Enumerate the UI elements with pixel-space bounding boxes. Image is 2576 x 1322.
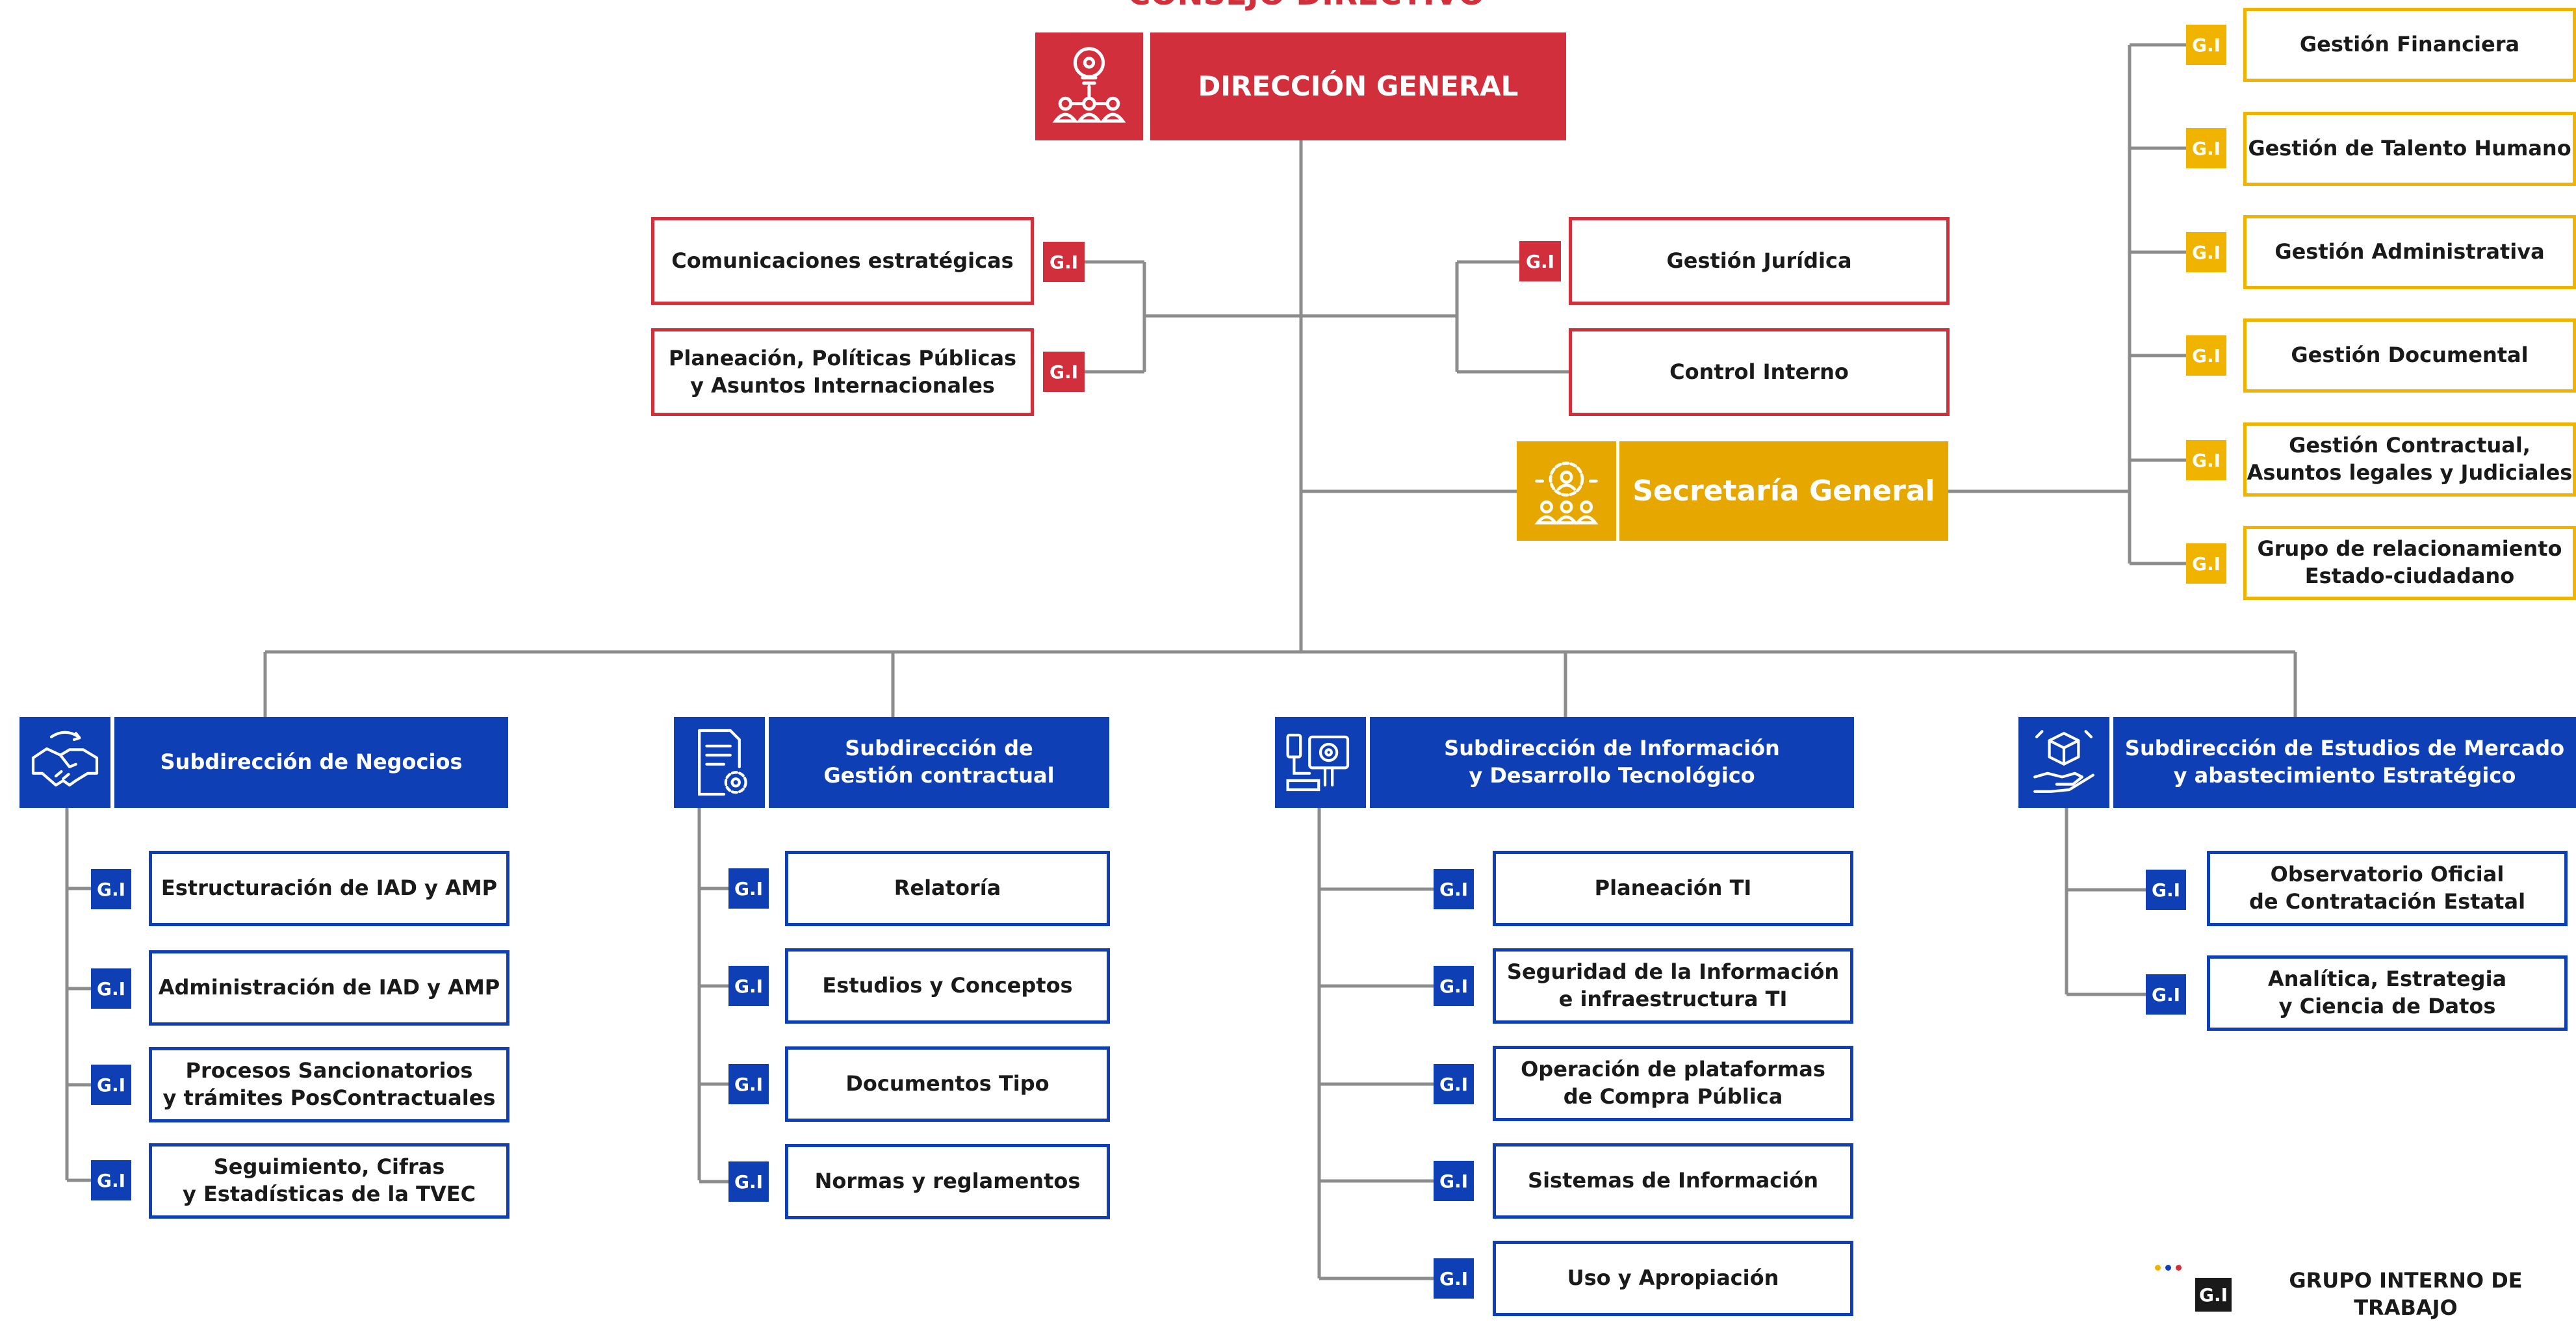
group-planeacion-politicas[interactable]: Planeación, Políticas Públicas y Asuntos… xyxy=(651,328,1034,416)
gi-badge: G.I xyxy=(1519,241,1561,281)
group-control-interno[interactable]: Control Interno xyxy=(1569,328,1950,416)
group-planeacion-ti[interactable]: Planeación TI xyxy=(1493,851,1853,926)
gi-badge: G.I xyxy=(2186,128,2226,168)
gi-badge: G.I xyxy=(1434,1064,1474,1104)
group-comunicaciones-estrategicas[interactable]: Comunicaciones estratégicas xyxy=(651,217,1034,305)
group-gestion-administrativa[interactable]: Gestión Administrativa xyxy=(2243,215,2576,289)
gi-badge: G.I xyxy=(91,869,131,909)
gi-badge: G.I xyxy=(728,1161,769,1202)
secretaria-general-box[interactable]: Secretaría General xyxy=(1619,441,1948,541)
estudios-mercado-icon-box xyxy=(2018,717,2109,808)
gi-badge: G.I xyxy=(1434,1258,1474,1299)
secretaria-icon-box xyxy=(1517,441,1616,541)
gi-badge: G.I xyxy=(2146,974,2186,1015)
group-gestion-talento-humano[interactable]: Gestión de Talento Humano xyxy=(2243,112,2576,186)
gestion-contractual-icon-box xyxy=(674,717,765,808)
gi-badge: G.I xyxy=(728,966,769,1006)
direccion-icon-box xyxy=(1035,32,1143,140)
subdireccion-gestion-contractual-box[interactable]: Subdirección de Gestión contractual xyxy=(769,717,1109,808)
gi-badge: G.I xyxy=(1434,869,1474,909)
direccion-general-box[interactable]: DIRECCIÓN GENERAL xyxy=(1150,32,1566,140)
gi-badge: G.I xyxy=(91,1160,131,1200)
legend-text: GRUPO INTERNO DE TRABAJO xyxy=(2289,1268,2523,1320)
subdireccion-negocios-box[interactable]: Subdirección de Negocios xyxy=(114,717,508,808)
gi-badge: G.I xyxy=(2186,232,2226,272)
subdireccion-informacion-box[interactable]: Subdirección de Información y Desarrollo… xyxy=(1370,717,1854,808)
gi-badge: G.I xyxy=(1434,966,1474,1006)
group-gestion-juridica[interactable]: Gestión Jurídica xyxy=(1569,217,1950,305)
lightbulb-team-icon xyxy=(1052,47,1126,123)
group-seguridad-informacion[interactable]: Seguridad de la Información e infraestru… xyxy=(1493,948,1853,1024)
legend-dots xyxy=(2155,1265,2194,1278)
gi-badge: G.I xyxy=(2186,25,2226,65)
gi-badge: G.I xyxy=(2186,440,2226,480)
tech-devices-icon xyxy=(1286,733,1350,792)
gi-badge: G.I xyxy=(2186,335,2226,376)
group-observatorio-oficial[interactable]: Observatorio Oficial de Contratación Est… xyxy=(2207,851,2568,926)
negocios-icon-box xyxy=(19,717,110,808)
group-gestion-documental[interactable]: Gestión Documental xyxy=(2243,318,2576,393)
legend-gi-badge: G.I xyxy=(2195,1278,2232,1312)
group-estudios-conceptos[interactable]: Estudios y Conceptos xyxy=(785,948,1110,1024)
group-administracion-iad-amp[interactable]: Administración de IAD y AMP xyxy=(149,950,509,1026)
group-sistemas-informacion[interactable]: Sistemas de Información xyxy=(1493,1143,1853,1219)
gi-badge: G.I xyxy=(91,1065,131,1105)
group-documentos-tipo[interactable]: Documentos Tipo xyxy=(785,1046,1110,1122)
gi-badge: G.I xyxy=(1043,242,1085,282)
consejo-directivo-title: CONSEJO DIRECTIVO xyxy=(1072,0,1540,12)
group-relatoria[interactable]: Relatoría xyxy=(785,851,1110,926)
subdireccion-estudios-mercado-box[interactable]: Subdirección de Estudios de Mercado y ab… xyxy=(2113,717,2576,808)
group-uso-apropiacion[interactable]: Uso y Apropiación xyxy=(1493,1241,1853,1316)
gi-badge: G.I xyxy=(728,868,769,909)
group-operacion-plataformas[interactable]: Operación de plataformas de Compra Públi… xyxy=(1493,1046,1853,1121)
gi-badge: G.I xyxy=(728,1064,769,1104)
document-gear-icon xyxy=(698,729,747,796)
group-normas-reglamentos[interactable]: Normas y reglamentos xyxy=(785,1144,1110,1219)
group-procesos-sancionatorios[interactable]: Procesos Sancionatorios y trámites PosCo… xyxy=(149,1047,509,1122)
group-seguimiento-cifras[interactable]: Seguimiento, Cifras y Estadísticas de la… xyxy=(149,1143,509,1219)
informacion-icon-box xyxy=(1275,717,1366,808)
handshake-icon xyxy=(31,731,99,787)
gi-badge: G.I xyxy=(2146,870,2186,910)
gi-badge: G.I xyxy=(1434,1161,1474,1201)
group-estructuracion-iad-amp[interactable]: Estructuración de IAD y AMP xyxy=(149,851,509,926)
group-analitica-estrategia[interactable]: Analítica, Estrategia y Ciencia de Datos xyxy=(2207,955,2568,1031)
gi-badge: G.I xyxy=(91,968,131,1009)
hand-cube-icon xyxy=(2033,730,2094,793)
group-relacionamiento-estado-ciudadano[interactable]: Grupo de relacionamiento Estado-ciudadan… xyxy=(2243,526,2576,600)
gi-badge: G.I xyxy=(1043,352,1085,392)
group-gestion-contractual[interactable]: Gestión Contractual, Asuntos legales y J… xyxy=(2243,422,2576,497)
gi-badge: G.I xyxy=(2186,543,2226,584)
group-gestion-financiera[interactable]: Gestión Financiera xyxy=(2243,8,2576,82)
gear-team-icon xyxy=(1534,461,1599,525)
